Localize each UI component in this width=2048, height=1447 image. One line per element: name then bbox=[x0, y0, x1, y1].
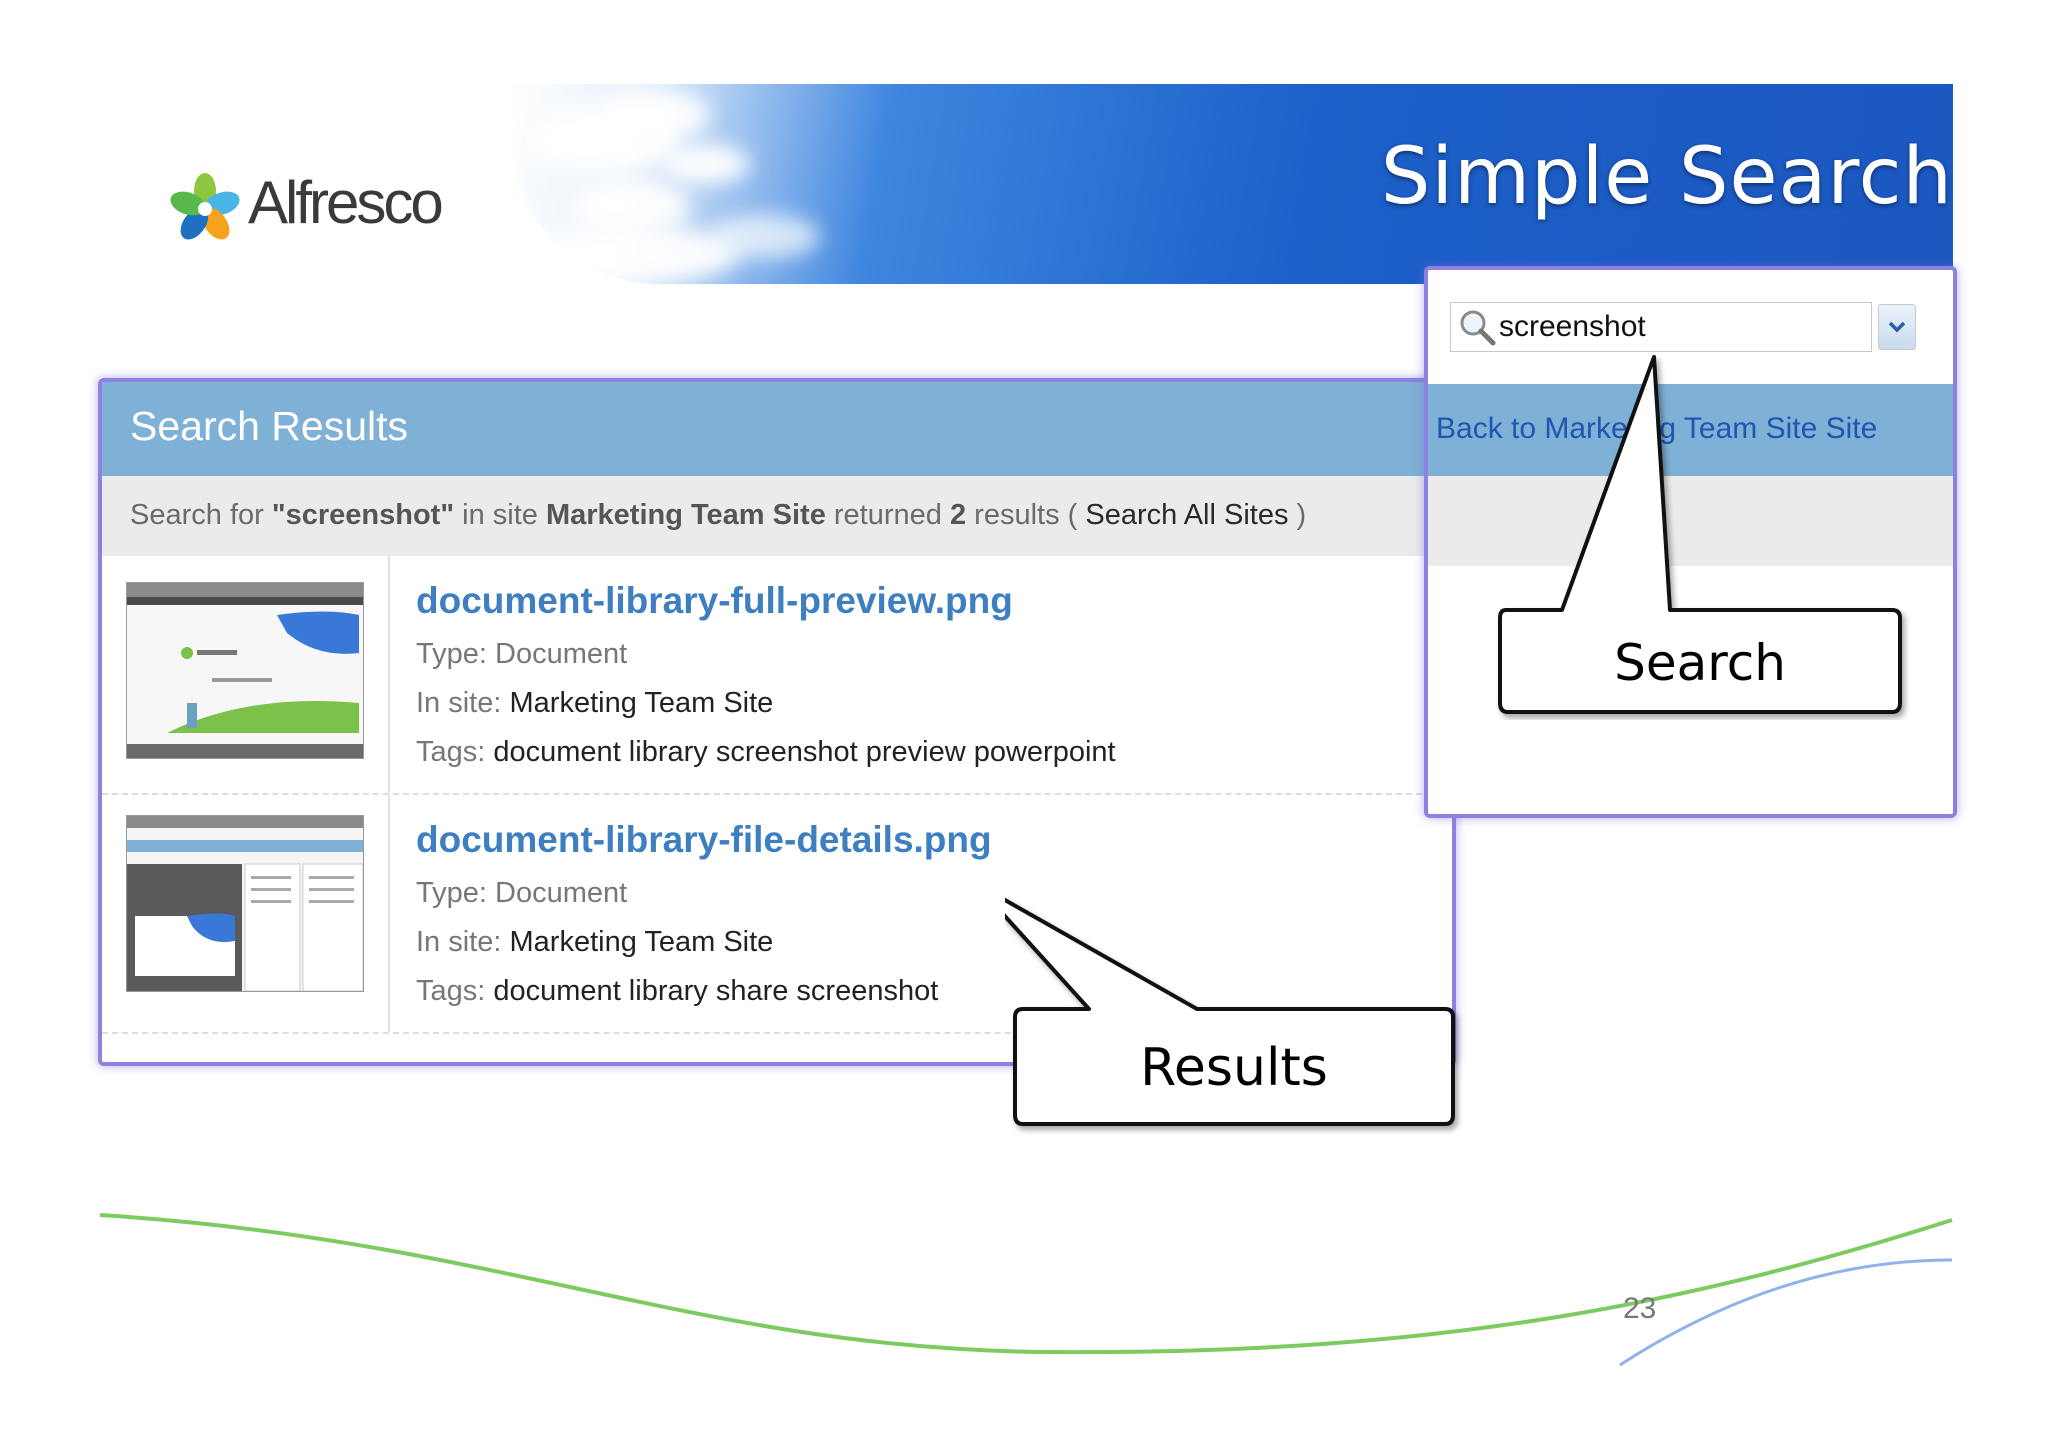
tags-label: Tags: bbox=[416, 975, 486, 1007]
search-panel-grey-bar bbox=[1428, 476, 1953, 566]
site-value[interactable]: Marketing Team Site bbox=[509, 926, 774, 958]
site-label: In site: bbox=[416, 926, 502, 958]
slide-title: Simple Search bbox=[1380, 132, 1953, 222]
search-field[interactable] bbox=[1450, 302, 1872, 352]
results-title: Search Results bbox=[130, 403, 409, 449]
results-summary-bar: Search for "screenshot" in site Marketin… bbox=[102, 476, 1452, 556]
decorative-swoosh bbox=[99, 1213, 1953, 1367]
results-callout: Results bbox=[1005, 897, 1455, 1126]
search-callout-label: Search bbox=[1614, 634, 1786, 692]
result-type: Type: Document bbox=[416, 877, 992, 910]
tags-label: Tags: bbox=[416, 736, 486, 768]
results-callout-label: Results bbox=[1140, 1038, 1328, 1098]
tags-value[interactable]: document library screenshot preview powe… bbox=[493, 736, 1116, 768]
result-thumbnail-cell bbox=[102, 556, 390, 793]
site-nav-bar: Back to Marketing Team Site Site bbox=[1428, 384, 1953, 476]
search-input[interactable] bbox=[1499, 309, 1859, 345]
summary-count: 2 bbox=[949, 499, 967, 531]
summary-returned: returned bbox=[825, 499, 950, 531]
search-all-sites-link[interactable]: Search All Sites bbox=[1085, 499, 1289, 531]
type-label: Type: bbox=[416, 877, 487, 909]
site-value[interactable]: Marketing Team Site bbox=[509, 687, 774, 719]
summary-suffix: ) bbox=[1288, 499, 1307, 531]
result-info: document-library-full-preview.png Type: … bbox=[416, 580, 1116, 769]
result-thumbnail-cell bbox=[102, 795, 390, 1032]
document-thumbnail[interactable] bbox=[126, 815, 364, 992]
page-number: 23 bbox=[1623, 1292, 1657, 1325]
result-row: document-library-full-preview.png Type: … bbox=[102, 556, 1452, 795]
result-tags: Tags: document library screenshot previe… bbox=[416, 736, 1116, 769]
summary-results: results ( bbox=[966, 499, 1086, 531]
site-label: In site: bbox=[416, 687, 502, 719]
magnifier-icon bbox=[1460, 310, 1496, 346]
search-callout: Search bbox=[1498, 355, 1902, 714]
summary-term: "screenshot" bbox=[271, 499, 455, 531]
search-box-panel: Back to Marketing Team Site Site bbox=[1424, 266, 1957, 818]
summary-in-site: in site bbox=[454, 499, 546, 531]
search-results-panel: Search Results Search for "screenshot" i… bbox=[98, 378, 1456, 1066]
type-label: Type: bbox=[416, 638, 487, 670]
result-title-link[interactable]: document-library-file-details.png bbox=[416, 819, 992, 860]
result-type: Type: Document bbox=[416, 638, 1116, 671]
type-value: Document bbox=[495, 638, 628, 670]
search-options-dropdown[interactable] bbox=[1878, 304, 1916, 350]
type-value: Document bbox=[495, 877, 628, 909]
result-row: document-library-file-details.png Type: … bbox=[102, 795, 1452, 1034]
summary-site: Marketing Team Site bbox=[545, 499, 826, 531]
result-site: In site: Marketing Team Site bbox=[416, 926, 992, 959]
summary-prefix: Search for bbox=[130, 499, 272, 531]
result-title-link[interactable]: document-library-full-preview.png bbox=[416, 580, 1013, 621]
result-info: document-library-file-details.png Type: … bbox=[416, 819, 992, 1008]
alfresco-logo bbox=[170, 173, 240, 240]
chevron-down-icon bbox=[1888, 321, 1906, 333]
results-header: Search Results bbox=[102, 382, 1452, 476]
results-summary: Search for "screenshot" in site Marketin… bbox=[130, 499, 1306, 532]
result-site: In site: Marketing Team Site bbox=[416, 687, 1116, 720]
result-tags: Tags: document library share screenshot bbox=[416, 975, 992, 1008]
document-thumbnail[interactable] bbox=[126, 582, 364, 759]
header-banner bbox=[510, 84, 1953, 284]
tags-value[interactable]: document library share screenshot bbox=[493, 975, 939, 1007]
brand-name: Alfresco bbox=[248, 169, 444, 236]
